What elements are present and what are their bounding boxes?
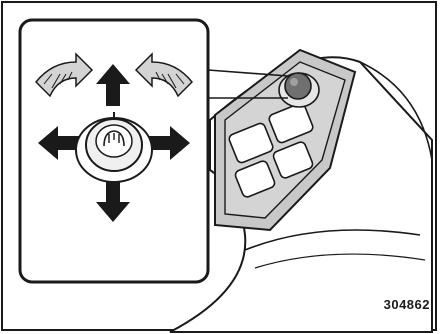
mirror-knob	[285, 73, 311, 99]
figure-id-label: 304862	[384, 297, 430, 312]
